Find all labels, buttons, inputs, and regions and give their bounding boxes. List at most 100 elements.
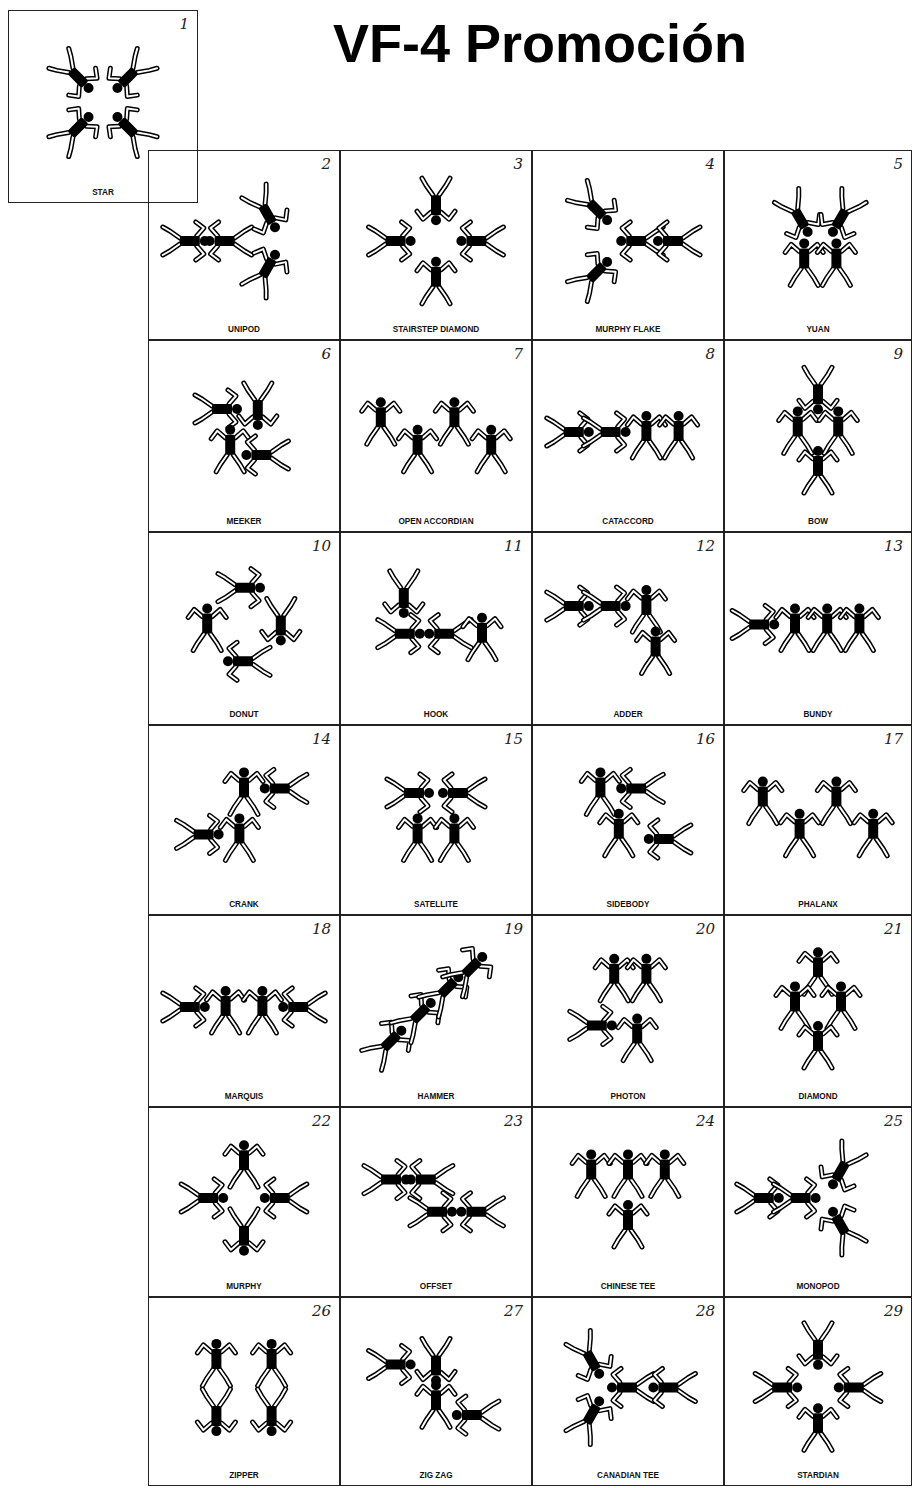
skydiver-figure bbox=[211, 425, 249, 472]
skydiver-figure bbox=[253, 1389, 291, 1436]
skydiver-figure bbox=[572, 1149, 610, 1196]
formation-name: MARQUIS bbox=[149, 1092, 339, 1101]
card-number: 8 bbox=[705, 345, 715, 363]
skydiver-figure bbox=[378, 615, 425, 653]
formation-card: 5YUAN bbox=[724, 150, 912, 340]
card-number: 24 bbox=[696, 1112, 715, 1130]
formation-card: 3STAIRSTEP DIAMOND bbox=[340, 150, 532, 340]
skydiver-figure bbox=[644, 820, 691, 858]
skydiver-figure bbox=[369, 222, 416, 260]
skydiver-figure bbox=[163, 988, 210, 1026]
formation-card: 21DIAMOND bbox=[724, 915, 912, 1107]
skydiver-figure bbox=[595, 954, 633, 1001]
skydiver-figure bbox=[799, 367, 837, 414]
skydiver-figure bbox=[225, 1140, 263, 1187]
skydiver-figure bbox=[584, 413, 631, 451]
skydiver-figure bbox=[607, 1369, 654, 1407]
skydiver-figure bbox=[243, 986, 281, 1033]
card-number: 7 bbox=[513, 345, 523, 363]
skydiver-figure bbox=[814, 186, 870, 246]
card-number: 2 bbox=[321, 155, 331, 173]
card-number: 5 bbox=[893, 155, 903, 173]
skydiver-figure bbox=[785, 238, 823, 285]
skydiver-figure bbox=[770, 186, 826, 246]
formation-name: SATELLITE bbox=[341, 900, 531, 909]
formation-name: BUNDY bbox=[725, 710, 911, 719]
skydiver-figure bbox=[435, 813, 473, 860]
skydiver-figure bbox=[364, 1161, 411, 1199]
formation-card: 6MEEKER bbox=[148, 340, 340, 532]
formation-name: ADDER bbox=[533, 710, 723, 719]
skydiver-figure bbox=[814, 1138, 870, 1198]
formation-name: DIAMOND bbox=[725, 1092, 911, 1101]
skydiver-figure bbox=[241, 436, 288, 474]
skydiver-figure bbox=[581, 767, 619, 814]
card-number: 16 bbox=[696, 730, 715, 748]
skydiver-figure bbox=[616, 769, 663, 807]
formation-name: MURPHY bbox=[149, 1282, 339, 1291]
formation-name: MONOPOD bbox=[725, 1282, 911, 1291]
skydiver-figure bbox=[100, 45, 160, 105]
skydiver-figure bbox=[609, 1200, 647, 1247]
formation-name: PHALANX bbox=[725, 900, 911, 909]
skydiver-figure bbox=[225, 1209, 263, 1256]
skydiver-figure bbox=[399, 425, 437, 472]
formation-name: PHOTON bbox=[533, 1092, 723, 1101]
card-number: 10 bbox=[312, 537, 331, 555]
skydiver-figure bbox=[646, 1149, 684, 1196]
formation-card: 28CANADIAN TEE bbox=[532, 1297, 724, 1486]
formation-name: ZIPPER bbox=[149, 1471, 339, 1480]
skydiver-figure bbox=[774, 1179, 821, 1217]
formation-name: OPEN ACCORDIAN bbox=[341, 517, 531, 526]
skydiver-figure bbox=[463, 613, 501, 660]
skydiver-figure bbox=[618, 1014, 656, 1061]
formation-name: MEEKER bbox=[149, 517, 339, 526]
card-number: 3 bbox=[513, 155, 523, 173]
card-number: 26 bbox=[312, 1302, 331, 1320]
card-number: 25 bbox=[884, 1112, 903, 1130]
formation-card: 17PHALANX bbox=[724, 725, 912, 915]
skydiver-figure bbox=[562, 1328, 618, 1388]
skydiver-figure bbox=[399, 813, 437, 860]
skydiver-figure bbox=[278, 988, 325, 1026]
skydiver-figure bbox=[781, 809, 819, 856]
skydiver-figure bbox=[564, 177, 624, 237]
skydiver-figure bbox=[744, 777, 782, 824]
card-number: 11 bbox=[504, 537, 523, 555]
skydiver-figure bbox=[262, 599, 300, 646]
formation-card: 22MURPHY bbox=[148, 1107, 340, 1297]
formation-card: 1STAR bbox=[8, 10, 198, 203]
formation-name: CATACCORD bbox=[533, 517, 723, 526]
skydiver-figure bbox=[45, 45, 105, 105]
skydiver-figure bbox=[435, 397, 473, 444]
formation-card: 10DONUT bbox=[148, 532, 340, 725]
card-number: 21 bbox=[884, 920, 903, 938]
formation-name: STAIRSTEP DIAMOND bbox=[341, 325, 531, 334]
formation-name: HAMMER bbox=[341, 1092, 531, 1101]
skydiver-figure bbox=[808, 604, 846, 651]
skydiver-figure bbox=[260, 769, 307, 807]
card-number: 14 bbox=[312, 730, 331, 748]
formation-name: STAR bbox=[9, 188, 197, 197]
card-number: 23 bbox=[504, 1112, 523, 1130]
formation-card: 19HAMMER bbox=[340, 915, 532, 1107]
skydiver-figure bbox=[417, 1339, 455, 1386]
page-title: VF-4 Promoción bbox=[300, 12, 780, 74]
skydiver-figure bbox=[817, 777, 855, 824]
skydiver-figure bbox=[424, 615, 471, 653]
skydiver-figure bbox=[369, 1346, 416, 1384]
formation-name: STARDIAN bbox=[725, 1471, 911, 1480]
skydiver-figure bbox=[417, 178, 455, 225]
skydiver-figure bbox=[570, 1006, 617, 1044]
skydiver-figure bbox=[385, 571, 423, 618]
formation-card: 8CATACCORD bbox=[532, 340, 724, 532]
formation-card: 26ZIPPER bbox=[148, 1297, 340, 1486]
skydiver-figure bbox=[732, 606, 779, 644]
formation-card: 15SATELLITE bbox=[340, 725, 532, 915]
formation-card: 12ADDER bbox=[532, 532, 724, 725]
skydiver-figure bbox=[253, 1339, 291, 1386]
skydiver-figure bbox=[616, 222, 663, 260]
card-number: 19 bbox=[504, 920, 523, 938]
skydiver-figure bbox=[225, 767, 263, 814]
